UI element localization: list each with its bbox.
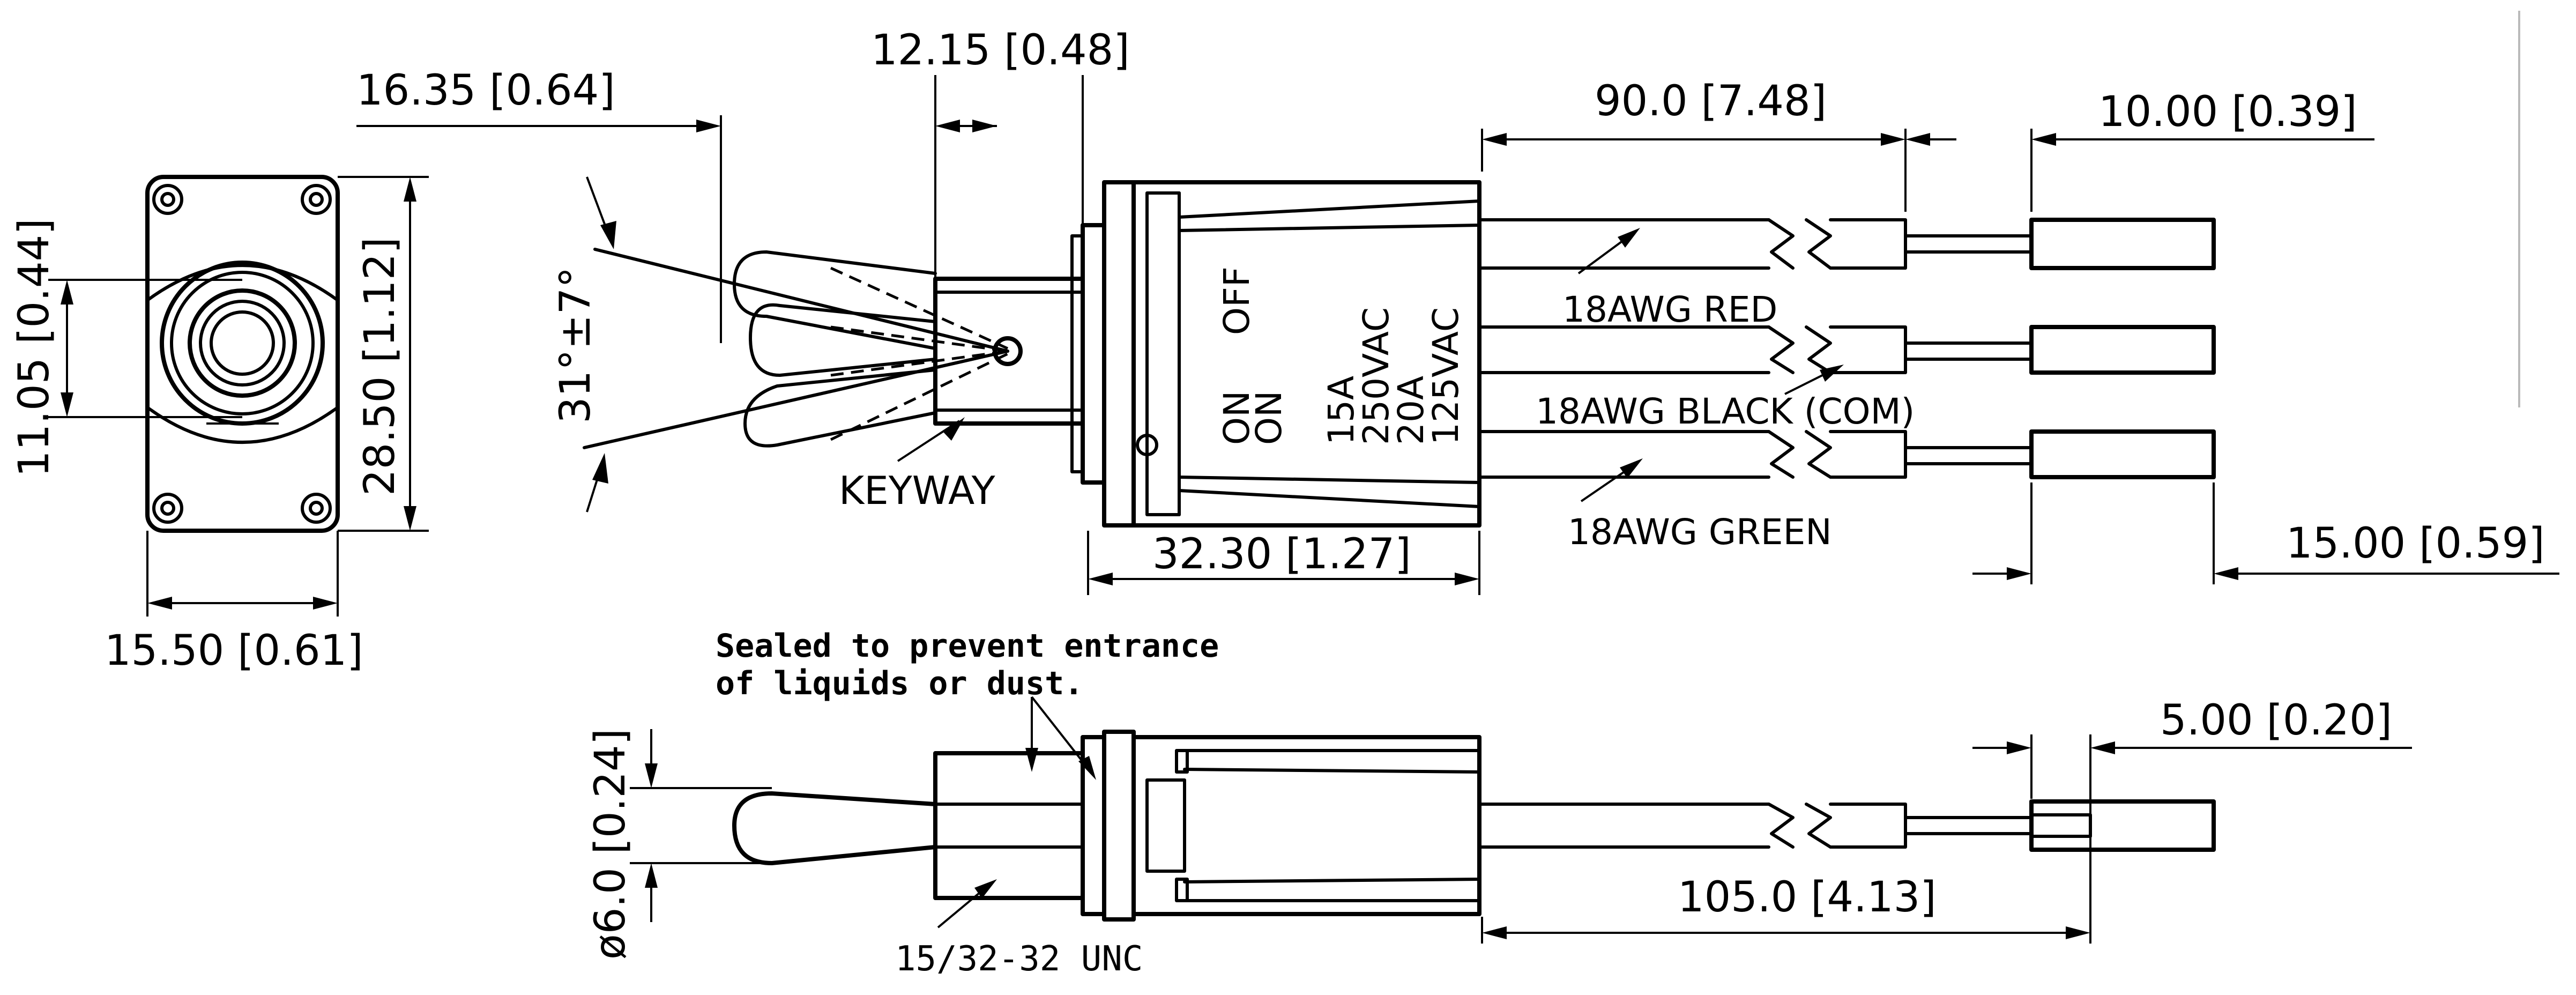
thread-label: 15/32-32 UNC [895,939,1143,979]
lead-length-label: 90.0 [7.48] [1595,77,1827,125]
rating-20a-label: 20A [1390,376,1432,445]
seal-note-line-2: of liquids or dust. [716,665,1083,702]
overall-lead-label: 105.0 [4.13] [1678,873,1937,922]
dim-lead-length: 90.0 [7.48] [1481,77,1907,212]
pos-off-label: OFF [1216,266,1257,335]
bushing-diameter-label: 11.05 [0.44] [10,218,58,477]
front-view [145,175,340,533]
rating-125vac-label: 125VAC [1425,307,1466,445]
bushing-length-label: 12.15 [0.48] [871,26,1130,75]
wire-red-label: 18AWG RED [1562,289,1777,330]
bottom-side-view [732,730,2216,922]
wire-green-label: 18AWG GREEN [1568,511,1832,553]
toggle-diameter-label: ø6.0 [0.24] [586,729,635,960]
pos-on-1-label: ON [1216,391,1257,445]
dim-toggle-diameter: ø6.0 [0.24] [586,729,772,960]
angle-arrows: 31°±7° [552,176,616,513]
seal-note-line-1: Sealed to prevent entrance [716,627,1219,665]
dim-top-toggle-offset: 16.35 [0.64] [356,66,722,343]
dim-terminal-spacing: 15.00 [0.59] [1972,482,2559,584]
dim-bushing-length: 12.15 [0.48] [871,26,1130,279]
terminal-length-label: 10.00 [0.39] [2098,88,2357,136]
seal-note: Sealed to prevent entrance of liquids or… [716,627,1219,780]
thread-callout: 15/32-32 UNC [895,879,1143,979]
wire-black-label: 18AWG BLACK (COM) [1536,391,1915,432]
body-markings: OFF ON ON 15A 250VAC 20A 125VAC [1216,266,1466,445]
dim-bushing-diameter: 11.05 [0.44] [10,218,242,477]
strip-length-label: 5.00 [0.20] [2160,696,2392,745]
dim-overall-lead: 105.0 [4.13] [1481,873,2090,944]
dim-body-height: 28.50 [1.12] [338,176,429,532]
body-length-label: 32.30 [1.27] [1152,530,1411,578]
dim-terminal-length: 10.00 [0.39] [1905,88,2374,212]
rating-250vac-label: 250VAC [1356,307,1397,445]
body-height-label: 28.50 [1.12] [356,237,404,496]
top-side-view [583,180,2216,528]
rating-15a-label: 15A [1321,376,1362,445]
dim-body-length: 32.30 [1.27] [1087,530,1480,595]
body-width-label: 15.50 [0.61] [105,627,363,675]
wire-labels: 18AWG RED 18AWG BLACK (COM) 18AWG GREEN [1536,228,1915,553]
dim-strip-length: 5.00 [0.20] [1972,696,2412,944]
keyway-callout: KEYWAY [839,417,996,513]
toggle-angle-label: 31°±7° [552,267,600,424]
pos-on-2-label: ON [1248,391,1290,445]
top-toggle-offset-label: 16.35 [0.64] [356,66,615,115]
dim-body-width: 15.50 [0.61] [105,531,363,675]
keyway-label: KEYWAY [839,468,996,513]
terminal-spacing-label: 15.00 [0.59] [2286,519,2545,568]
